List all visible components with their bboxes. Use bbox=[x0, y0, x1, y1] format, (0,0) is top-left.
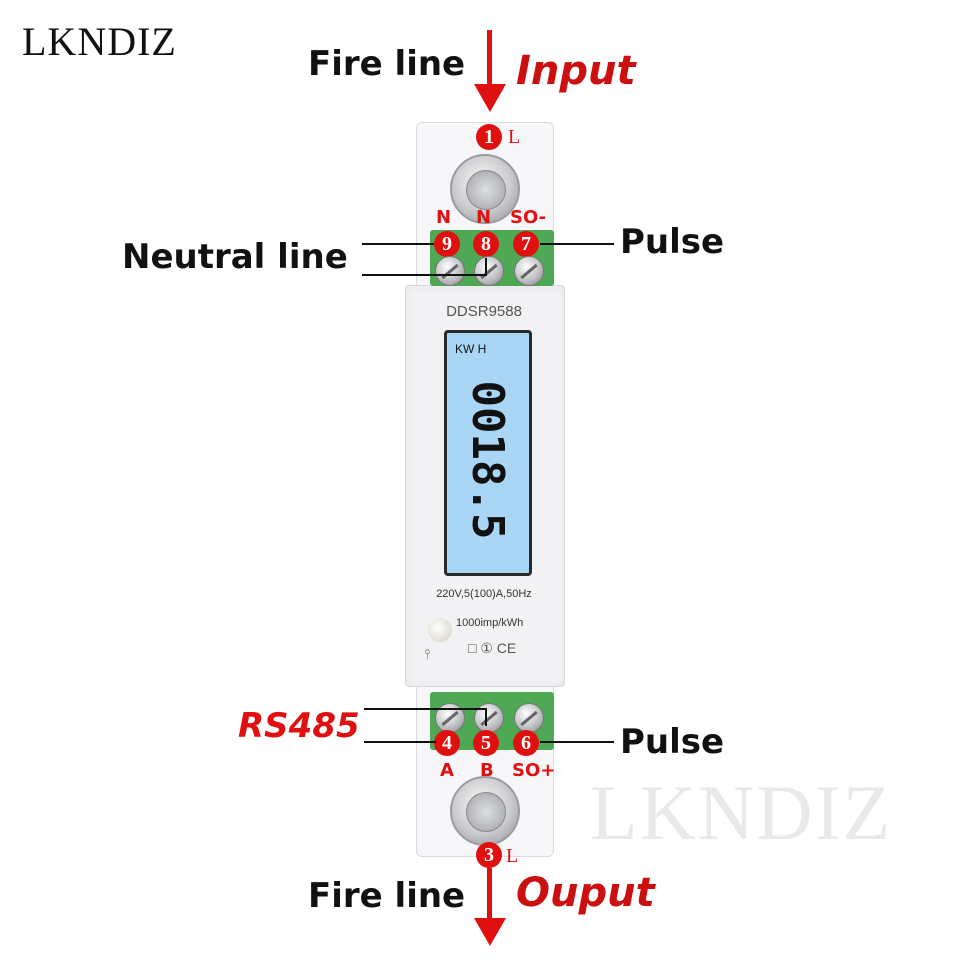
terminal-8-tag: N bbox=[476, 207, 492, 228]
lcd-reading-text: 0018.5 bbox=[462, 381, 513, 540]
rs485-label: RS485 bbox=[238, 706, 360, 746]
model-number: DDSR9588 bbox=[446, 303, 522, 320]
terminal-6-badge: 6 bbox=[513, 730, 539, 756]
neutral-line-label: Neutral line bbox=[122, 237, 348, 277]
input-arrow-head-icon bbox=[474, 84, 506, 112]
pulse-led-icon bbox=[428, 618, 452, 642]
top-main-screw-icon bbox=[450, 154, 520, 224]
bottom-main-screw-icon bbox=[450, 776, 520, 846]
output-arrow-shaft bbox=[487, 868, 492, 924]
rs485-leader-riser bbox=[485, 708, 487, 726]
input-arrow-shaft bbox=[487, 30, 492, 92]
watermark: LKNDIZ bbox=[590, 769, 893, 856]
terminal-8-screw-icon bbox=[474, 256, 504, 286]
rs485-leader-lower bbox=[364, 741, 436, 743]
terminal-3-badge: 3 bbox=[476, 842, 502, 868]
terminal-5-badge: 5 bbox=[473, 730, 499, 756]
terminal-9-tag: N bbox=[436, 207, 452, 228]
terminal-5-tag: B bbox=[480, 760, 494, 781]
terminal-1-badge: 1 bbox=[476, 124, 502, 150]
rs485-leader-upper bbox=[364, 708, 486, 710]
impulse-text: 1000imp/kWh bbox=[456, 617, 524, 629]
output-arrow-head-icon bbox=[474, 918, 506, 946]
output-title: Ouput bbox=[516, 870, 655, 916]
input-title: Input bbox=[516, 48, 636, 94]
terminal-3-tag: L bbox=[506, 845, 519, 867]
terminal-9-screw-icon bbox=[435, 256, 465, 286]
terminal-4-badge: 4 bbox=[434, 730, 460, 756]
terminal-4-tag: A bbox=[440, 760, 454, 781]
bottom-pulse-leader bbox=[540, 741, 614, 743]
neutral-leader-lower bbox=[362, 274, 486, 276]
lcd-reading: 0018.5 bbox=[462, 381, 513, 540]
bottom-fire-line-label: Fire line bbox=[308, 876, 466, 916]
bottom-pulse-label: Pulse bbox=[620, 722, 725, 762]
terminal-6-screw-icon bbox=[514, 703, 544, 733]
terminal-7-screw-icon bbox=[514, 256, 544, 286]
neutral-leader-riser bbox=[485, 258, 487, 276]
top-pulse-leader bbox=[540, 243, 614, 245]
terminal-7-badge: 7 bbox=[513, 231, 539, 257]
terminal-7-tag: SO- bbox=[510, 207, 547, 228]
terminal-1-tag: L bbox=[508, 126, 521, 148]
certification-marks: □ ① CE bbox=[468, 640, 517, 656]
neutral-leader-upper bbox=[362, 243, 434, 245]
ground-symbol-icon: ⫯ bbox=[424, 646, 431, 662]
terminal-8-badge: 8 bbox=[473, 231, 499, 257]
terminal-6-tag: SO+ bbox=[512, 760, 556, 781]
top-pulse-label: Pulse bbox=[620, 222, 725, 262]
lcd-unit: KW H bbox=[455, 342, 487, 356]
rating-text: 220V,5(100)A,50Hz bbox=[436, 588, 532, 600]
terminal-9-badge: 9 bbox=[434, 231, 460, 257]
top-fire-line-label: Fire line bbox=[308, 44, 466, 84]
lcd-display bbox=[444, 330, 532, 576]
brand-logo-text: LKNDIZ bbox=[22, 19, 177, 64]
